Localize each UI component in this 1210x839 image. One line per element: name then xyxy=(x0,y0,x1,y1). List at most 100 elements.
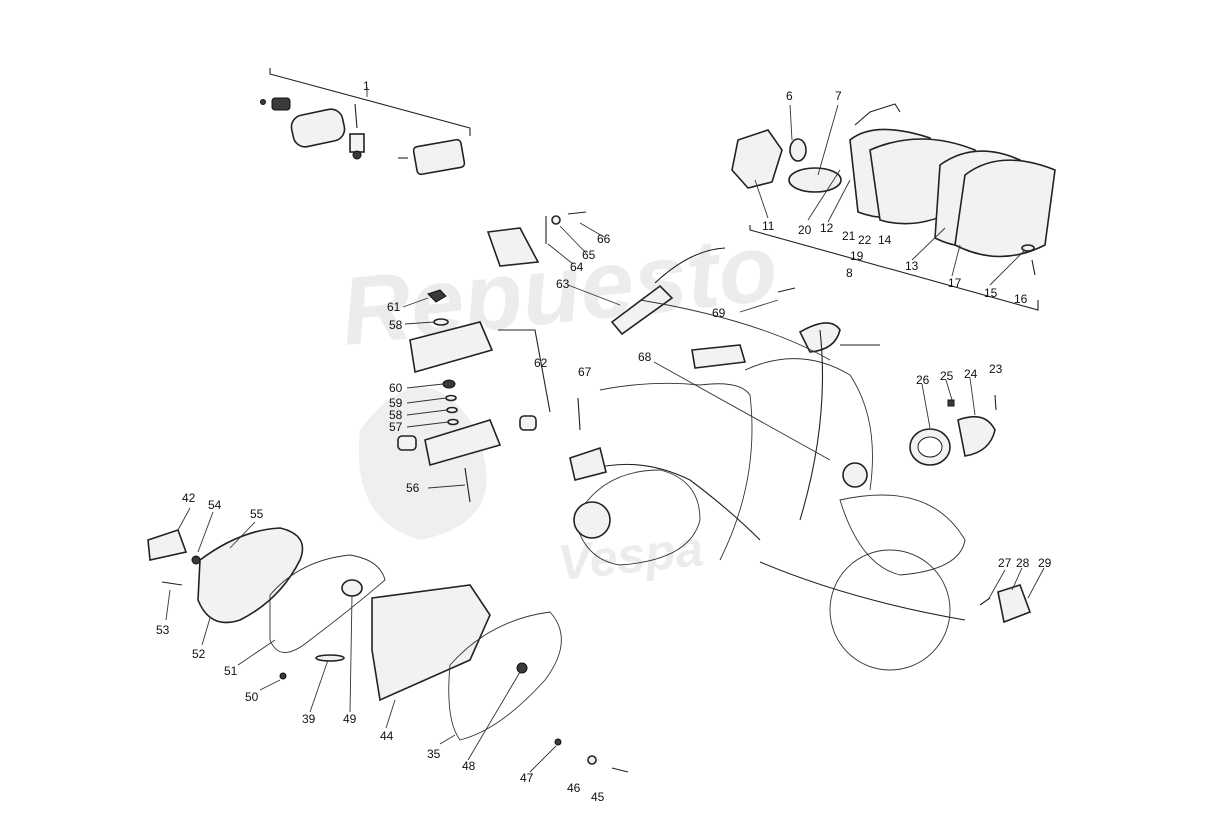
watermark-emblem xyxy=(358,387,487,540)
label-69: 69 xyxy=(712,306,726,320)
leader-49 xyxy=(349,595,353,713)
label-60: 60 xyxy=(389,381,403,395)
leader-48 xyxy=(467,671,521,761)
scooter-legshield xyxy=(744,358,873,491)
leader-50 xyxy=(259,679,281,691)
label-22: 22 xyxy=(858,233,872,247)
leader-15 xyxy=(989,249,1026,286)
label-54: 54 xyxy=(208,498,222,512)
leader-29 xyxy=(1027,567,1045,599)
label-57: 57 xyxy=(389,420,403,434)
part-65-washer xyxy=(551,215,561,225)
label-58-top: 58 xyxy=(389,318,403,332)
cable-top xyxy=(654,247,726,284)
scooter-front-fender xyxy=(839,494,966,576)
part-45-bolt xyxy=(611,767,629,773)
label-67: 67 xyxy=(578,365,592,379)
leader-12 xyxy=(827,179,851,223)
part-group-63 xyxy=(486,211,587,267)
leader-13 xyxy=(911,227,946,261)
label-24: 24 xyxy=(964,367,978,381)
part-56-screw xyxy=(464,467,471,503)
mounting-plate xyxy=(486,227,540,267)
leader-35 xyxy=(439,734,456,745)
leader-55 xyxy=(229,521,256,549)
leader-52 xyxy=(201,617,211,646)
label-28: 28 xyxy=(1016,556,1030,570)
part-16-screw xyxy=(1031,259,1036,276)
leader-7 xyxy=(817,104,839,176)
part-26-ring-inner xyxy=(917,436,943,458)
label-61: 61 xyxy=(387,300,401,314)
part-35-gasket xyxy=(448,611,562,741)
label-13: 13 xyxy=(905,259,919,273)
label-51: 51 xyxy=(224,664,238,678)
leader-65 xyxy=(559,225,587,254)
leader-56 xyxy=(427,484,466,489)
label-8: 8 xyxy=(846,266,853,280)
label-19: 19 xyxy=(850,249,864,263)
scooter-body-rear xyxy=(574,469,701,566)
label-17: 17 xyxy=(948,276,962,290)
leader-6 xyxy=(789,104,793,141)
leader-66 xyxy=(579,222,605,238)
switch-knob xyxy=(397,435,417,451)
part-61-clip xyxy=(427,289,447,303)
scooter-handlebar-line xyxy=(639,299,831,361)
leader-59 xyxy=(406,397,447,404)
part-50-screw xyxy=(279,672,287,680)
bracket-62 xyxy=(498,329,551,413)
speedo-dial xyxy=(412,138,466,176)
part-58-washer xyxy=(446,406,458,414)
speedo-pin xyxy=(354,103,358,129)
leader-57 xyxy=(406,421,449,428)
leader-27 xyxy=(987,569,1006,601)
label-68: 68 xyxy=(638,350,652,364)
label-48: 48 xyxy=(462,759,476,773)
label-66: 66 xyxy=(597,232,611,246)
handlebar-grip xyxy=(610,284,674,336)
speedo-clip xyxy=(271,97,291,111)
label-11: 11 xyxy=(762,219,775,233)
part-67-pin xyxy=(577,397,581,431)
leader-24 xyxy=(969,377,976,416)
part-44-toolbox xyxy=(371,584,491,702)
leader-42 xyxy=(177,507,191,531)
leader-64 xyxy=(547,243,574,265)
label-63: 63 xyxy=(556,277,570,291)
speedo-bracket xyxy=(349,133,365,153)
part-47-nut xyxy=(554,738,562,746)
bulb-small xyxy=(789,138,807,162)
leader-lines xyxy=(165,104,1045,773)
leader-58a xyxy=(404,321,435,325)
label-7: 7 xyxy=(835,89,842,103)
switch-knob-right xyxy=(519,415,537,431)
label-58-bottom: 58 xyxy=(389,408,403,422)
headlight-wire xyxy=(854,103,901,126)
part-28-29-switch xyxy=(997,584,1032,624)
bracket-8 xyxy=(749,225,1039,311)
leader-20 xyxy=(807,169,841,221)
part-53-screw xyxy=(161,581,183,586)
label-14: 14 xyxy=(878,233,892,247)
part-group-23-26 xyxy=(909,394,997,466)
scooter-outline xyxy=(569,299,966,671)
label-21: 21 xyxy=(842,229,856,243)
label-35: 35 xyxy=(427,747,441,761)
part-52-cover xyxy=(197,527,304,624)
leader-63 xyxy=(567,284,621,306)
part-labels: 1 6 7 11 20 12 21 22 14 19 8 13 17 15 16… xyxy=(156,79,1052,804)
part-57-washer xyxy=(447,418,459,426)
cable-to-part-29 xyxy=(759,561,966,621)
label-26: 26 xyxy=(916,373,930,387)
leader-58b xyxy=(406,409,448,416)
label-44: 44 xyxy=(380,729,394,743)
leader-51 xyxy=(237,639,276,666)
label-1: 1 xyxy=(363,79,370,93)
label-46: 46 xyxy=(567,781,581,795)
part-42-plate xyxy=(147,528,188,561)
switch-base xyxy=(424,419,502,467)
part-25-clip xyxy=(947,399,955,407)
